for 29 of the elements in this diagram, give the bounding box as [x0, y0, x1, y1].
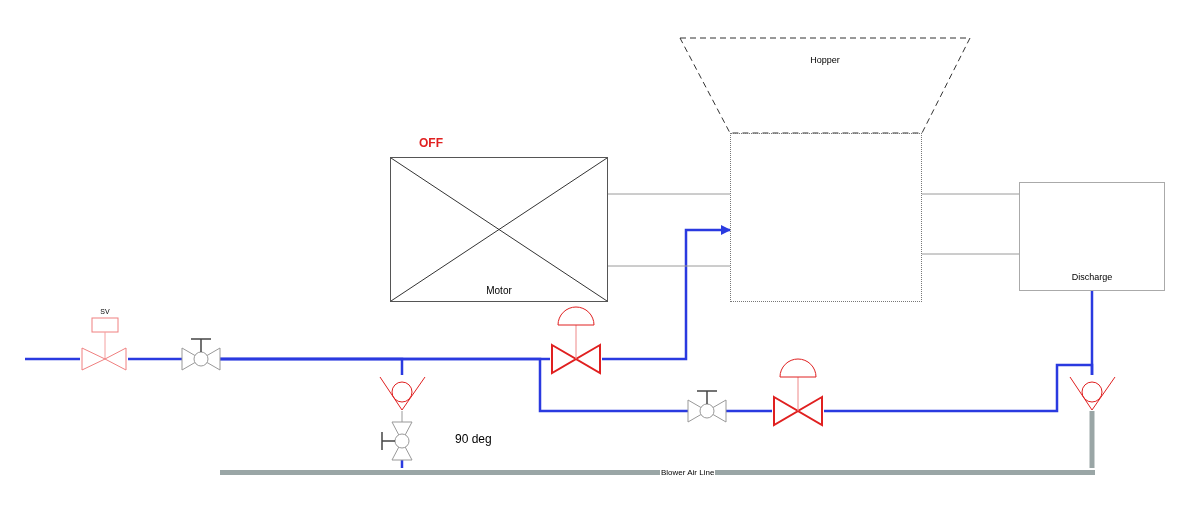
feeder-box	[730, 133, 922, 302]
process-pipe	[400, 460, 404, 468]
manual-valve-symbol	[380, 422, 415, 460]
manual-valve-symbol	[688, 389, 726, 424]
process-pipe	[220, 357, 688, 413]
process-pipe	[128, 357, 182, 361]
discharge-label: Discharge	[1071, 270, 1113, 284]
check-valve-symbol	[379, 375, 426, 411]
process-pipe	[824, 363, 1094, 413]
process-pipe	[726, 409, 772, 413]
pipe-line	[401, 410, 403, 423]
discharge-box	[1019, 182, 1165, 291]
pipe-line	[921, 193, 1020, 195]
pipe-line	[607, 265, 731, 267]
check-valve-symbol	[1069, 375, 1116, 411]
manual-valve-symbol	[182, 337, 220, 372]
pipe-line	[607, 193, 731, 195]
process-pipe	[602, 225, 731, 361]
angle-note: 90 deg	[455, 431, 492, 448]
hopper-outline	[680, 38, 970, 133]
line-label: Blower Air Line	[660, 467, 716, 478]
status-label: OFF	[419, 135, 443, 152]
process-pipe	[1090, 291, 1094, 375]
pipe-line	[1089, 411, 1095, 468]
pipe-line	[921, 253, 1020, 255]
process-pipe	[25, 357, 80, 361]
hopper-label: Hopper	[810, 54, 840, 67]
control-valve-symbol	[772, 357, 824, 427]
control-valve-symbol	[550, 305, 602, 375]
